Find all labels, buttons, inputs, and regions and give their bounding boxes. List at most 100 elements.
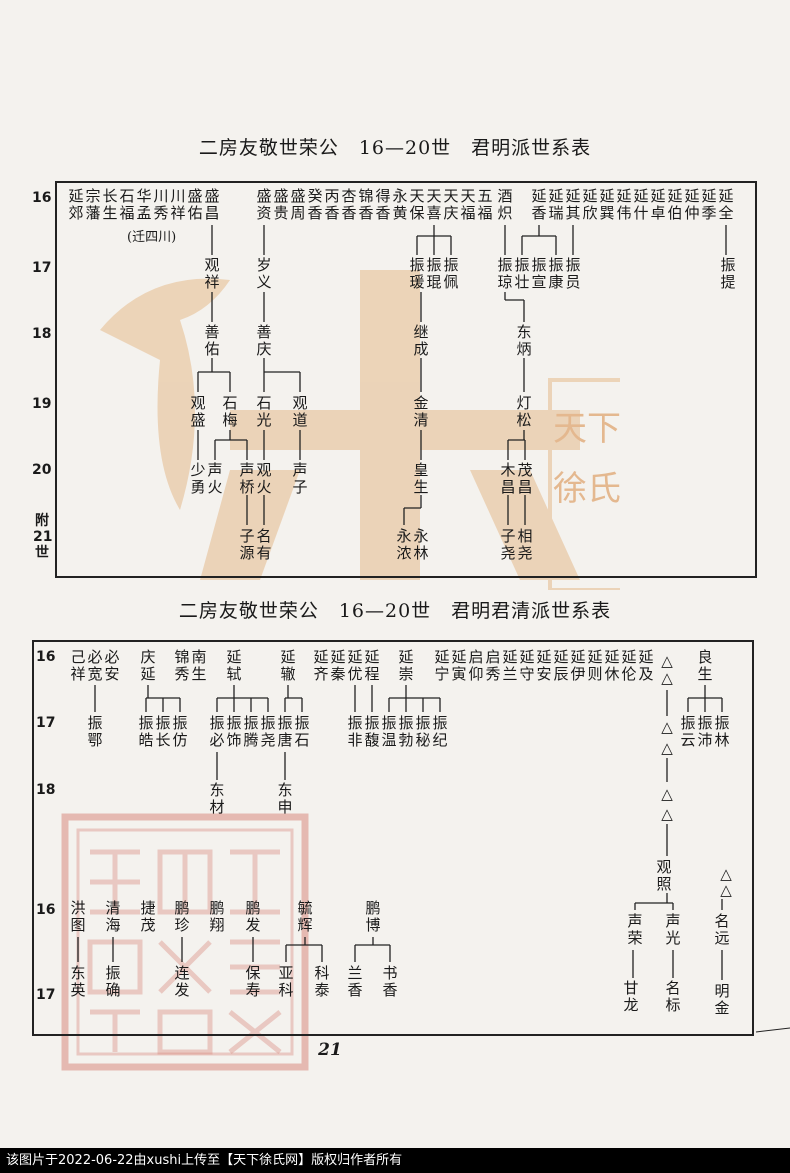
person-name: 名标 bbox=[665, 979, 681, 1014]
person-name: 振云 bbox=[680, 714, 696, 749]
person-name: 良生 bbox=[697, 648, 713, 683]
person-name: 声光 bbox=[665, 912, 681, 947]
person-name: 华孟 bbox=[136, 187, 152, 222]
person-name: 延守 bbox=[519, 648, 535, 683]
person-name: 天喜 bbox=[426, 187, 442, 222]
person-name: 延欣 bbox=[582, 187, 598, 222]
person-name: 子尧 bbox=[500, 527, 516, 562]
person-name: 亚科 bbox=[278, 964, 294, 999]
person-name: 声桥 bbox=[239, 461, 255, 496]
unknown-marker: △ bbox=[661, 718, 673, 736]
migration-note: (迁四川) bbox=[127, 230, 177, 245]
person-name: 振瑗 bbox=[409, 256, 425, 291]
person-name: 连发 bbox=[174, 964, 190, 999]
person-name: 东英 bbox=[70, 964, 86, 999]
person-name: 岁义 bbox=[256, 256, 272, 291]
table2-title: 二房友敬世荣公 16—20世 君明君清派世系表 bbox=[178, 600, 612, 622]
person-name: 声荣 bbox=[627, 912, 643, 947]
person-name: 延辙 bbox=[280, 648, 296, 683]
person-name: 灯松 bbox=[516, 394, 532, 429]
person-name: 延伯 bbox=[667, 187, 683, 222]
gen-label: 16 bbox=[36, 649, 56, 665]
table1-title: 二房友敬世荣公 16—20世 君明派世系表 bbox=[198, 137, 592, 159]
person-name: 振温 bbox=[381, 714, 397, 749]
person-name: 东材 bbox=[209, 781, 225, 816]
person-name: 振饰 bbox=[226, 714, 242, 749]
person-name: 振康 bbox=[548, 256, 564, 291]
person-name: 延优 bbox=[347, 648, 363, 683]
person-name: 子源 bbox=[239, 527, 255, 562]
gen-label: 20 bbox=[32, 462, 52, 478]
person-name: 延仲 bbox=[684, 187, 700, 222]
gen-label: 17 bbox=[32, 260, 52, 276]
upload-footer: 该图片于2022-06-22由xushi上传至【天下徐氏网】版权归作者所有 bbox=[0, 1148, 790, 1173]
person-name: 延辰 bbox=[553, 648, 569, 683]
person-name: 盛昌 bbox=[204, 187, 220, 222]
person-name: 五福 bbox=[477, 187, 493, 222]
unknown-marker: △ bbox=[661, 805, 673, 823]
person-name: 振沛 bbox=[697, 714, 713, 749]
person-name: 书香 bbox=[382, 964, 398, 999]
person-name: 延崇 bbox=[398, 648, 414, 683]
person-name: 科泰 bbox=[314, 964, 330, 999]
gen-label: 17 bbox=[36, 715, 56, 731]
person-name: 振仿 bbox=[172, 714, 188, 749]
person-name: 观道 bbox=[292, 394, 308, 429]
person-name: 振纪 bbox=[432, 714, 448, 749]
person-name: 延程 bbox=[364, 648, 380, 683]
page-number: 21 bbox=[318, 1040, 342, 1060]
person-name: 石梅 bbox=[222, 394, 238, 429]
gen-label: 18 bbox=[36, 782, 56, 798]
unknown-marker: △ bbox=[720, 865, 732, 883]
person-name: 启仰 bbox=[468, 648, 484, 683]
person-name: 盛周 bbox=[290, 187, 306, 222]
person-name: 振馥 bbox=[364, 714, 380, 749]
person-name: 振壮 bbox=[514, 256, 530, 291]
gen-label: 附 21 世 bbox=[33, 513, 53, 561]
gen-label: 18 bbox=[32, 326, 52, 342]
person-name: 振琨 bbox=[426, 256, 442, 291]
unknown-marker: △ bbox=[661, 785, 673, 803]
person-name: 振石 bbox=[294, 714, 310, 749]
person-name: 振秘 bbox=[415, 714, 431, 749]
person-name: 振宣 bbox=[531, 256, 547, 291]
person-name: 延香 bbox=[531, 187, 547, 222]
unknown-marker: △ bbox=[661, 652, 673, 670]
person-name: 善佑 bbox=[204, 323, 220, 358]
person-name: 延郊 bbox=[68, 187, 84, 222]
person-name: 茂昌 bbox=[517, 461, 533, 496]
person-name: 振皓 bbox=[138, 714, 154, 749]
person-name: 石福 bbox=[119, 187, 135, 222]
person-name: 毓辉 bbox=[297, 899, 313, 934]
person-name: 捷茂 bbox=[140, 899, 156, 934]
person-name: 川祥 bbox=[170, 187, 186, 222]
person-name: 洪图 bbox=[70, 899, 86, 934]
person-name: 延伟 bbox=[616, 187, 632, 222]
person-name: 观盛 bbox=[190, 394, 206, 429]
person-name: 振勃 bbox=[398, 714, 414, 749]
person-name: 甘龙 bbox=[623, 979, 639, 1014]
person-name: 延轼 bbox=[226, 648, 242, 683]
person-name: 得香 bbox=[375, 187, 391, 222]
person-name: 己祥 bbox=[70, 648, 86, 683]
person-name: 延巽 bbox=[599, 187, 615, 222]
person-name: 振鄂 bbox=[87, 714, 103, 749]
person-name: 皇生 bbox=[413, 461, 429, 496]
person-name: 兰香 bbox=[347, 964, 363, 999]
person-name: 东申 bbox=[277, 781, 293, 816]
person-name: 必宽 bbox=[87, 648, 103, 683]
person-name: 延什 bbox=[633, 187, 649, 222]
person-name: 鹏珍 bbox=[174, 899, 190, 934]
gen-label: 16 bbox=[32, 190, 52, 206]
person-name: 声子 bbox=[292, 461, 308, 496]
person-name: 振唐 bbox=[277, 714, 293, 749]
person-name: 名有 bbox=[256, 527, 272, 562]
person-name: 延则 bbox=[587, 648, 603, 683]
person-name: 延及 bbox=[638, 648, 654, 683]
person-name: 振腾 bbox=[243, 714, 259, 749]
person-name: 声火 bbox=[207, 461, 223, 496]
person-name: 延休 bbox=[604, 648, 620, 683]
person-name: 东炳 bbox=[516, 323, 532, 358]
person-name: 锦香 bbox=[358, 187, 374, 222]
person-name: 振琼 bbox=[497, 256, 513, 291]
